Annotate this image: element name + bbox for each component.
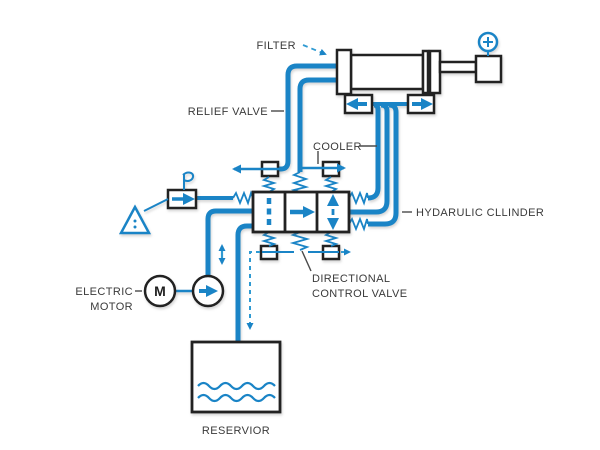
- motor-pump-group: M: [143, 274, 225, 308]
- motor-symbol: M: [154, 283, 166, 299]
- valve-springs: [232, 171, 369, 251]
- drain-dashed-line: [246, 251, 260, 330]
- cylinder-left-cap: [335, 48, 353, 96]
- pipe-right-3: [368, 102, 399, 227]
- relief-valve-label: RELIEF VALVE: [188, 106, 268, 118]
- piston-rod: [438, 60, 478, 74]
- hydraulic-cylinder-label: HYDARULIC CLLINDER: [416, 207, 544, 219]
- wave-2: [197, 393, 276, 403]
- hydraulic-cylinder: [335, 31, 503, 96]
- spring-top-center: [290, 171, 310, 193]
- piston-bar-1: [421, 49, 430, 95]
- labels: FILTER RELIEF VALVE COOLER HYDARULIC CLL…: [75, 40, 544, 437]
- reservoir: [190, 340, 282, 414]
- motor-circle: [143, 274, 177, 308]
- spring-right-top: [348, 190, 369, 206]
- plus-icon: [477, 31, 499, 53]
- spring-bottom-center: [289, 231, 311, 251]
- electric-motor-label-line2: MOTOR: [90, 301, 133, 313]
- cylinder-body: [349, 53, 425, 91]
- directional-control-valve: [251, 190, 351, 234]
- spring-top-2: [322, 176, 340, 193]
- pipe-cylinder-lower: [297, 77, 338, 172]
- reservoir-label: RESERVIOR: [202, 425, 270, 437]
- triangle-link-line: [143, 198, 169, 212]
- rod-end-block: [474, 54, 503, 84]
- spring-left: [232, 190, 254, 206]
- spring-bottom-1: [260, 231, 278, 247]
- wave-1: [197, 381, 276, 391]
- pipe-return-to-reservoir: [235, 223, 253, 357]
- electric-motor-label-line1: ELECTRIC: [75, 286, 133, 298]
- components: M: [118, 31, 503, 414]
- flow-direction-boxes: [343, 93, 436, 115]
- dcv-pointer: [301, 250, 312, 272]
- warning-triangle-icon: [118, 204, 152, 235]
- spring-right-bottom: [348, 216, 369, 232]
- pipe-right-1: [367, 102, 381, 201]
- pipe-pump-to-valve: [205, 208, 253, 277]
- dcv-label-line2: CONTROL VALVE: [312, 288, 407, 300]
- spring-top-1: [260, 176, 278, 193]
- pilot-lines: [218, 163, 351, 330]
- dcv-label-line1: DIRECTIONAL: [312, 273, 390, 285]
- cooler-label: COOLER: [313, 141, 362, 153]
- filter-pointer-arrow: [302, 44, 327, 56]
- spring-bottom-2: [322, 231, 340, 247]
- pilot-valve: [118, 171, 198, 235]
- piston-bar-2: [428, 49, 442, 95]
- lever-curl-icon: [182, 171, 195, 182]
- filter-label: FILTER: [257, 40, 296, 52]
